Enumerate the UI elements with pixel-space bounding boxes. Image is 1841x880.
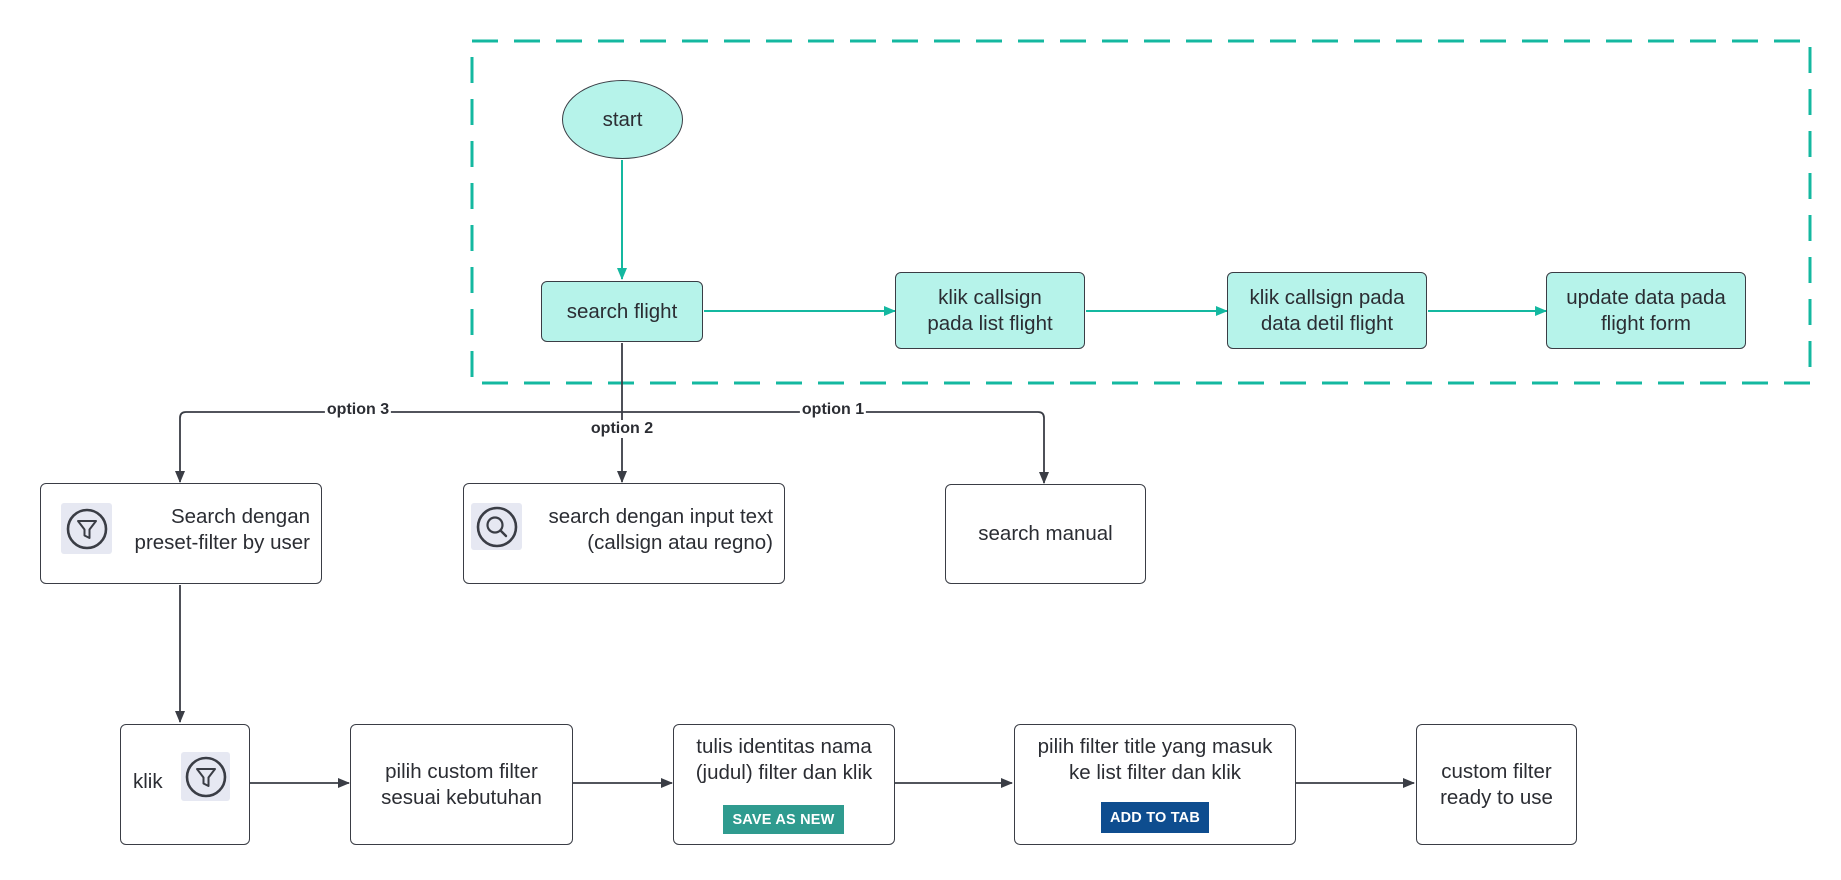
search-icon <box>471 503 522 550</box>
search-manual-node[interactable]: search manual <box>945 484 1146 584</box>
edge-label-option-2: option 2 <box>588 420 656 438</box>
klik-callsign-detail-node[interactable]: klik callsign pada data detil flight <box>1227 272 1427 349</box>
filter-icon <box>181 752 230 801</box>
search-manual-label: search manual <box>978 522 1113 545</box>
edge-label-option-3: option 3 <box>324 401 392 419</box>
edge-label-option-1: option 1 <box>799 401 867 419</box>
pilih-custom-filter-label: pilih custom filter sesuai kebutuhan <box>381 759 542 809</box>
edge-option-1 <box>622 411 1049 484</box>
custom-filter-ready-node[interactable]: custom filter ready to use <box>1416 724 1577 845</box>
search-input-text-label: search dengan input text (callsign atau … <box>548 505 773 554</box>
tulis-identitas-node[interactable]: tulis identitas nama (judul) filter dan … <box>673 724 895 845</box>
pilih-filter-title-label: pilih filter title yang masuk ke list fi… <box>1037 735 1273 784</box>
save-as-new-button[interactable]: SAVE AS NEW <box>723 805 844 834</box>
add-to-tab-button[interactable]: ADD TO TAB <box>1101 802 1209 833</box>
start-node[interactable]: start <box>562 80 683 159</box>
edge-option-3 <box>175 411 622 483</box>
search-flight-node[interactable]: search flight <box>541 281 703 342</box>
start-label: start <box>602 107 643 131</box>
klik-label: klik <box>133 770 163 793</box>
filter-icon <box>61 503 112 554</box>
search-flight-label: search flight <box>566 299 678 323</box>
klik-callsign-detail-label: klik callsign pada data detil flight <box>1249 285 1405 335</box>
search-preset-filter-label: Search dengan preset-filter by user <box>134 505 310 554</box>
update-data-label: update data pada flight form <box>1566 285 1726 335</box>
pilih-custom-filter-node[interactable]: pilih custom filter sesuai kebutuhan <box>350 724 573 845</box>
update-data-node[interactable]: update data pada flight form <box>1546 272 1746 349</box>
klik-callsign-list-label: klik callsign pada list flight <box>927 285 1053 335</box>
klik-callsign-list-node[interactable]: klik callsign pada list flight <box>895 272 1085 349</box>
custom-filter-ready-label: custom filter ready to use <box>1440 759 1553 809</box>
tulis-identitas-label: tulis identitas nama (judul) filter dan … <box>695 735 873 784</box>
